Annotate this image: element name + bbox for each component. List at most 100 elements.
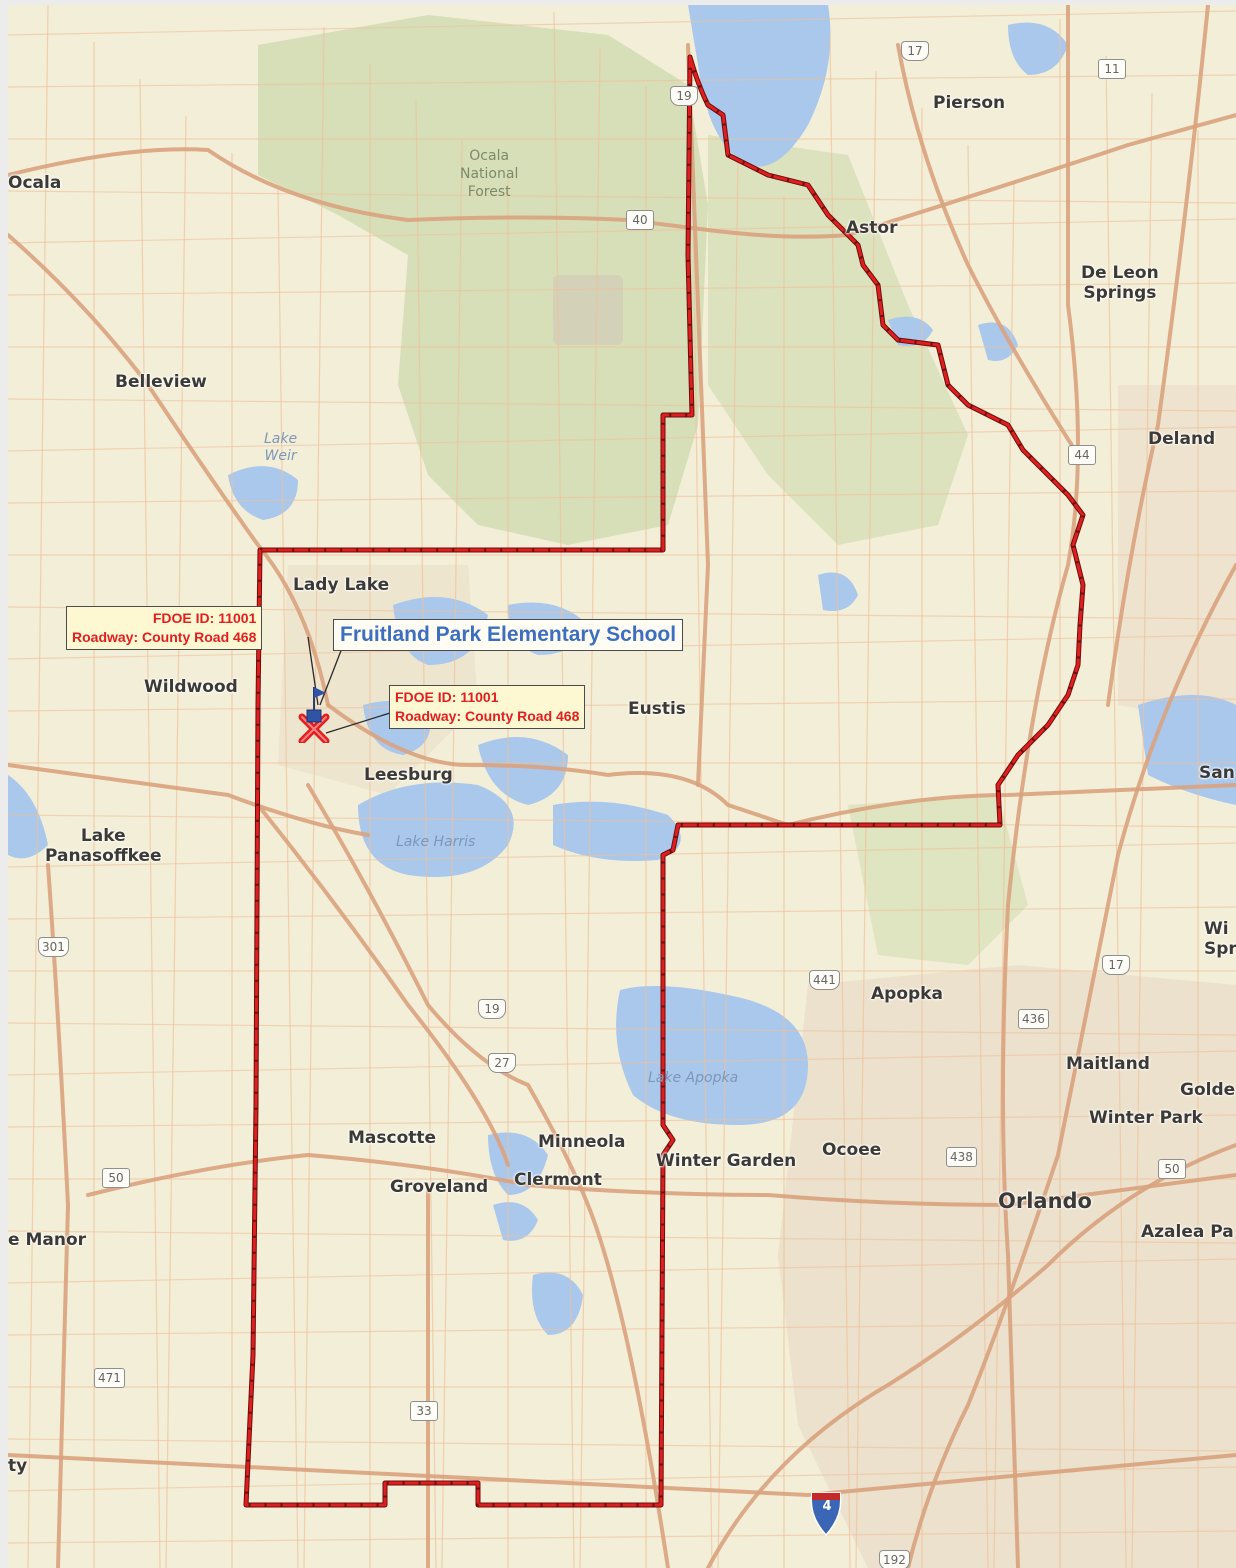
minor-road <box>691 122 713 1568</box>
minor-road <box>8 282 1236 296</box>
major-road <box>8 233 330 707</box>
school-x-icon <box>298 713 330 743</box>
route-shield-sr471: 471 <box>94 1368 125 1388</box>
town-label-azalea-park: Azalea Pa <box>1141 1222 1234 1242</box>
town-label-lake-panasoffkee: Lake Panasoffkee <box>45 826 162 866</box>
forest-area <box>258 15 708 545</box>
town-label-leesburg: Leesburg <box>364 765 453 785</box>
lake <box>493 1202 538 1241</box>
major-road <box>256 803 510 1167</box>
fdoe-callout-lower: FDOE ID: 11001 Roadway: County Road 468 <box>389 685 586 729</box>
interstate-shield-band <box>812 1493 840 1500</box>
town-label-winter-springs: Wi Spr <box>1204 919 1236 959</box>
water-label-lake-weir: Lake Weir <box>264 431 298 464</box>
forest-clearing <box>553 275 623 345</box>
map-base-layer <box>8 5 1236 1568</box>
town-label-sanford: San <box>1199 763 1235 783</box>
county-boundary-line <box>244 55 1085 1507</box>
town-label-orlando: Orlando <box>998 1189 1092 1213</box>
map-canvas[interactable]: Ocala National Forest Pierson Ocala Asto… <box>8 5 1236 1568</box>
major-road <box>8 1453 1236 1498</box>
town-label-manor: e Manor <box>8 1230 87 1250</box>
route-shield-sr44: 44 <box>1068 445 1096 465</box>
route-shield-sr11: 11 <box>1098 59 1126 79</box>
town-label-astor: Astor <box>846 218 898 238</box>
minor-road <box>8 1114 1236 1128</box>
minor-road <box>27 5 49 1568</box>
callout-fdoe-id: FDOE ID: 11001 <box>152 610 257 626</box>
major-road <box>1106 5 1210 707</box>
school-name-label: Fruitland Park Elementary School <box>333 619 684 651</box>
route-shield-i4: 4 <box>822 1499 832 1514</box>
route-shield-us441: 441 <box>809 970 840 990</box>
minor-road <box>8 490 1236 504</box>
major-road <box>46 863 71 1568</box>
lake <box>978 322 1018 361</box>
minor-road <box>553 11 575 1568</box>
lake <box>616 986 808 1125</box>
town-label-de-leon-springs: De Leon Springs <box>1081 263 1159 303</box>
lake <box>358 782 514 877</box>
minor-road <box>8 1530 1236 1544</box>
minor-road <box>277 189 299 1568</box>
major-road <box>326 703 1236 828</box>
minor-road <box>993 181 1015 1568</box>
minor-road <box>8 1050 1236 1076</box>
minor-roads <box>8 5 1236 1568</box>
town-label-wildwood: Wildwood <box>144 677 238 697</box>
route-shield-sr436: 436 <box>1018 1009 1049 1029</box>
route-shield-us17-north: 17 <box>901 41 929 61</box>
forest-area <box>848 795 1028 965</box>
minor-road <box>8 426 1236 452</box>
route-shield-us301: 301 <box>38 937 69 957</box>
town-label-belleview: Belleview <box>115 372 207 392</box>
callout-roadway: Roadway: County Road 468 <box>72 629 257 645</box>
minor-road <box>8 1258 1236 1284</box>
town-label-minneola: Minneola <box>538 1132 626 1152</box>
callout-fdoe-id: FDOE ID: 11001 <box>395 689 499 705</box>
town-label-apopka: Apopka <box>871 984 943 1004</box>
school-building-icon <box>306 709 322 723</box>
route-shield-sr40: 40 <box>626 210 654 230</box>
town-label-goldenrod: Golde <box>1180 1080 1236 1100</box>
minor-road <box>8 218 1236 244</box>
town-label-maitland: Maitland <box>1066 1054 1150 1074</box>
minor-road <box>8 1022 1236 1036</box>
lake <box>8 775 48 859</box>
minor-road <box>579 48 601 1568</box>
lake <box>818 572 858 611</box>
school-marker[interactable] <box>296 683 336 743</box>
minor-road <box>8 842 1236 868</box>
town-label-winter-park: Winter Park <box>1089 1108 1203 1128</box>
minor-road <box>855 70 877 1568</box>
lake <box>228 466 298 520</box>
lake <box>553 801 681 861</box>
major-road <box>8 763 370 837</box>
town-label-pierson: Pierson <box>933 93 1006 113</box>
minor-road <box>967 144 989 1568</box>
town-label-mascotte: Mascotte <box>348 1128 437 1148</box>
minor-road <box>8 74 1236 88</box>
major-road <box>1001 5 1080 1568</box>
major-road <box>86 1152 1236 1208</box>
minor-road <box>8 190 1236 204</box>
lake <box>532 1272 583 1335</box>
minor-road <box>139 78 161 1568</box>
forest-label: Ocala National Forest <box>460 148 519 200</box>
major-road <box>706 1143 1236 1568</box>
minor-road <box>441 137 463 1568</box>
fdoe-callout-upper: FDOE ID: 11001 Roadway: County Road 468 <box>66 606 263 650</box>
minor-road <box>8 1230 1236 1244</box>
town-label-ocoee: Ocoee <box>822 1140 882 1160</box>
minor-road <box>165 115 187 1568</box>
town-label-eustis: Eustis <box>628 699 686 719</box>
minor-road <box>717 159 739 1568</box>
route-shield-sr50-east: 50 <box>1158 1159 1186 1179</box>
town-label-county: ty <box>8 1456 28 1476</box>
route-shield-us19-south: 19 <box>478 999 506 1019</box>
town-label-winter-garden: Winter Garden <box>656 1151 797 1171</box>
minor-road <box>8 698 1236 712</box>
town-label-groveland: Groveland <box>390 1177 489 1197</box>
route-shield-us19-north: 19 <box>670 86 698 106</box>
major-road <box>306 783 670 1568</box>
